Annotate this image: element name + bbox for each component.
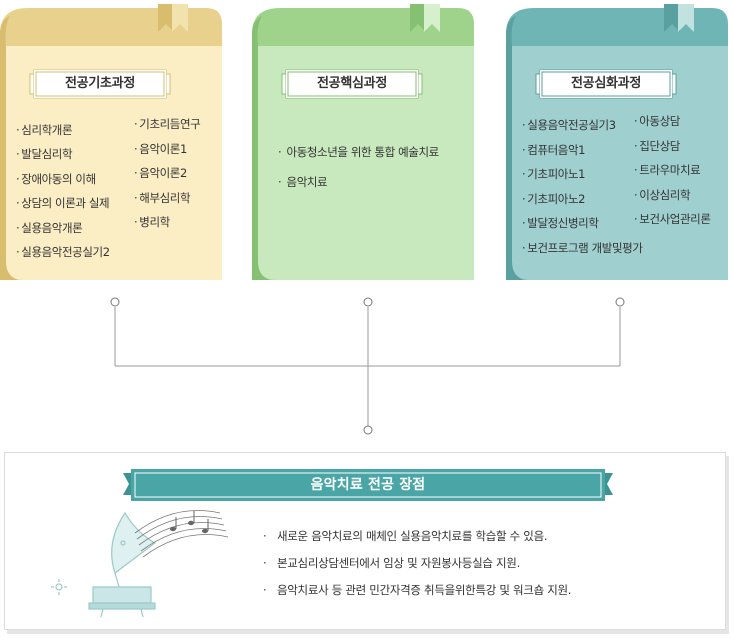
course-item: 발달정신병리학: [522, 211, 643, 236]
merit-item: · 음악치료사 등 관련 민간자격증 취득을위한특강 및 워크숍 지원.: [263, 577, 571, 604]
merit-text: 음악치료사 등 관련 민간자격증 취득을위한특강 및 워크숍 지원.: [277, 583, 572, 597]
course-item: 발달심리학: [16, 142, 110, 166]
course-item: 실용음악전공실기2: [16, 240, 110, 264]
merits-banner: [123, 469, 613, 501]
bookmark-icon: [664, 4, 694, 32]
book-basic-title: 전공기초과정: [65, 76, 135, 91]
bookmark-icon: [410, 4, 440, 32]
book-basic-list-right: 기초리듬연구 음악이론1 음악이론2 해부심리학 병리학: [134, 112, 200, 235]
bullet: ·: [263, 583, 267, 597]
book-core-list: 아동청소년을 위한 통합 예술치료 음악치료: [278, 137, 440, 197]
merit-text: 새로운 음악치료의 매체인 실용음악치료를 학습할 수 있음.: [277, 529, 548, 543]
merit-item: · 본교심리상담센터에서 임상 및 자원봉사등실습 지원.: [263, 550, 571, 577]
course-item: 음악이론1: [134, 137, 200, 162]
gramophone-icon: [51, 510, 229, 618]
book-advanced-list-right: 아동상담 집단상담 트라우마치료 이상심리학 보건사업관리론: [634, 109, 711, 232]
connector-node: [615, 297, 625, 307]
book-core-course: 전공핵심과정 아동청소년을 위한 통합 예술치료 음악치료: [252, 4, 474, 280]
course-item: 병리학: [134, 210, 200, 235]
book-advanced-course: 전공심화과정 실용음악전공실기3 컴퓨터음악1 기초피아노1 기초피아노2 발달…: [506, 4, 728, 280]
title-plaque: [535, 69, 677, 99]
connector-node: [110, 297, 120, 307]
course-item: 음악이론2: [134, 161, 200, 186]
course-item: 보건사업관리론: [634, 207, 711, 232]
course-item: 집단상담: [634, 134, 711, 159]
bullet: ·: [263, 556, 267, 570]
connector-lines: [110, 297, 625, 435]
course-item: 상담의 이론과 실제: [16, 191, 110, 215]
title-plaque: [281, 69, 423, 99]
course-item: 장애아동의 이해: [16, 167, 110, 191]
course-item: 보건프로그램 개발및평가: [522, 236, 643, 261]
course-item: 실용음악전공실기3: [522, 113, 643, 138]
course-item: 아동상담: [634, 109, 711, 134]
course-item: 음악치료: [278, 167, 439, 197]
course-item: 심리학개론: [16, 118, 110, 142]
course-item: 아동청소년을 위한 통합 예술치료: [278, 137, 440, 167]
merit-item: · 새로운 음악치료의 매체인 실용음악치료를 학습할 수 있음.: [263, 523, 571, 550]
course-item: 실용음악개론: [16, 216, 110, 240]
book-basic-course: 전공기초과정 심리학개론 발달심리학 장애아동의 이해 상담의 이론과 실제 실…: [0, 4, 222, 280]
course-item: 이상심리학: [634, 183, 711, 208]
book-core-title: 전공핵심과정: [317, 76, 387, 91]
merit-text: 본교심리상담센터에서 임상 및 자원봉사등실습 지원.: [277, 556, 520, 570]
book-advanced-title: 전공심화과정: [571, 76, 641, 91]
course-item: 해부심리학: [134, 186, 200, 211]
course-item: 트라우마치료: [634, 158, 711, 183]
merits-title: 음악치료 전공 장점: [310, 477, 426, 493]
merits-list: · 새로운 음악치료의 매체인 실용음악치료를 학습할 수 있음. · 본교심리상담…: [263, 523, 571, 604]
book-basic-list-left: 심리학개론 발달심리학 장애아동의 이해 상담의 이론과 실제 실용음악개론 실…: [16, 118, 110, 264]
merits-panel: 음악치료 전공 장점 ·새로운 음악치료의 매체인 실용음: [4, 452, 726, 630]
book-advanced-list-left: 실용음악전공실기3 컴퓨터음악1 기초피아노1 기초피아노2 발달정신병리학 보…: [522, 113, 643, 260]
course-item: 기초피아노1: [522, 162, 643, 187]
bullet: ·: [263, 529, 267, 543]
course-item: 컴퓨터음악1: [522, 138, 643, 163]
connector-node: [363, 297, 373, 307]
connector-node: [363, 425, 373, 435]
bookmark-icon: [158, 4, 188, 32]
title-plaque: [29, 69, 171, 99]
course-item: 기초리듬연구: [134, 112, 200, 137]
course-item: 기초피아노2: [522, 187, 643, 212]
